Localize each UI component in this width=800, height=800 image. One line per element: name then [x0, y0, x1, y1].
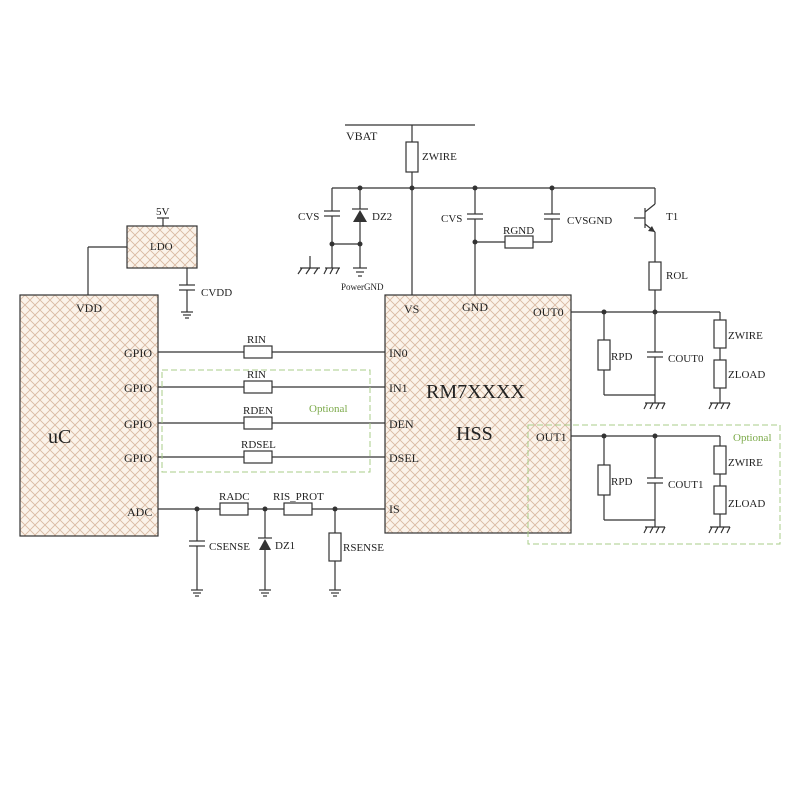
uc-gpio-pin: GPIO	[124, 346, 152, 360]
t1-label: T1	[666, 211, 678, 223]
rdsel-label: RDSEL	[241, 439, 276, 451]
zload0-label: ZLOAD	[728, 369, 765, 381]
sense-path: RADC RIS_PROT	[158, 491, 385, 516]
power-gnd-label: PowerGND	[341, 282, 384, 292]
rdsel-resistor: RDSEL	[158, 439, 385, 464]
rin1-resistor: RIN	[158, 369, 385, 394]
ldo-5v-label: 5V	[156, 206, 170, 218]
hss-in1-pin: IN1	[389, 381, 408, 395]
chassis-ground-icon	[323, 267, 340, 275]
uc-adc-pin: ADC	[127, 505, 152, 519]
hss-out0-pin: OUT0	[533, 305, 564, 319]
ris-prot-resistor	[283, 502, 313, 516]
power-ground-icon: PowerGND	[341, 267, 384, 292]
rpd1-resistor	[597, 464, 611, 496]
rpd0-resistor	[597, 339, 611, 371]
optional-inputs-box	[161, 369, 371, 473]
out1-network: RPD COUT1 ZWIRE ZLOAD	[571, 433, 765, 534]
csense-label: CSENSE	[209, 541, 250, 553]
cvdd-capacitor: CVDD	[179, 284, 232, 319]
dz1-diode: DZ1	[258, 509, 295, 597]
rden-label: RDEN	[243, 405, 273, 417]
rsense-resistor: RSENSE	[328, 509, 384, 597]
ldo-wiring: 5V	[87, 206, 188, 295]
uc-label: uC	[48, 426, 71, 448]
cvsgnd-label: CVSGND	[567, 215, 612, 227]
zwire0-resistor	[713, 319, 727, 349]
dz2-label: DZ2	[372, 211, 392, 223]
rgnd-label: RGND	[503, 225, 534, 237]
dz1-label: DZ1	[275, 540, 295, 552]
optional-out1-box	[527, 424, 781, 545]
zload1-label: ZLOAD	[728, 498, 765, 510]
hss-den-pin: DEN	[389, 417, 414, 431]
ldo-block: LDO	[126, 225, 198, 269]
uc-gpio-pin: GPIO	[124, 451, 152, 465]
hss-in0-pin: IN0	[389, 346, 408, 360]
rgnd-resistor: RGND	[475, 225, 552, 249]
cvs-left-capacitor: CVS	[298, 188, 340, 268]
optional-inputs-label: Optional	[309, 403, 348, 415]
chassis-ground-icon	[297, 256, 320, 275]
hss-block: RM7XXXX HSS VS GND IN0 IN1 DEN DSEL IS O…	[384, 294, 572, 534]
cvs-right-label: CVS	[441, 213, 462, 225]
zwire1-resistor	[713, 445, 727, 475]
out0-network: RPD COUT0 ZWIRE ZLOAD	[571, 309, 765, 410]
radc-resistor	[219, 502, 249, 516]
zload1-resistor	[713, 485, 727, 515]
zwire-top-resistor	[405, 141, 419, 173]
hss-out1-pin: OUT1	[536, 430, 567, 444]
zwire0-label: ZWIRE	[728, 330, 763, 342]
uc-block: uC VDD GPIO GPIO GPIO GPIO ADC	[19, 294, 159, 537]
uc-gpio-pin: GPIO	[124, 381, 152, 395]
rpd1-label: RPD	[611, 476, 632, 488]
dz2-diode: DZ2	[352, 188, 392, 268]
hss-part-number: RM7XXXX	[426, 381, 525, 403]
rpd0-label: RPD	[611, 351, 632, 363]
cvdd-label: CVDD	[201, 287, 232, 299]
ldo-label: LDO	[150, 241, 173, 253]
csense-capacitor: CSENSE	[189, 509, 250, 597]
optional-out1-label: Optional	[733, 432, 772, 444]
rin1-label: RIN	[247, 369, 266, 381]
t1-transistor: T1	[634, 188, 678, 262]
hss-vs-pin: VS	[404, 302, 419, 316]
zwire-top-label: ZWIRE	[422, 151, 457, 163]
hss-is-pin: IS	[389, 502, 400, 516]
cout0-label: COUT0	[668, 353, 704, 365]
uc-vdd-pin: VDD	[76, 301, 102, 315]
hss-dsel-pin: DSEL	[389, 451, 419, 465]
hss-type: HSS	[456, 423, 493, 445]
vbat-label: VBAT	[346, 129, 378, 143]
uc-gpio-pin: GPIO	[124, 417, 152, 431]
cvs-right-capacitor: CVS	[441, 188, 483, 295]
zload0-resistor	[713, 359, 727, 389]
cout1-label: COUT1	[668, 479, 703, 491]
radc-label: RADC	[219, 491, 250, 503]
rin0-resistor: RIN	[158, 334, 385, 359]
rden-resistor: RDEN	[158, 405, 385, 430]
rol-resistor: ROL	[648, 261, 688, 312]
cvs-left-label: CVS	[298, 211, 319, 223]
rol-label: ROL	[666, 270, 688, 282]
hss-gnd-pin: GND	[462, 300, 488, 314]
cvsgnd-capacitor: CVSGND	[544, 188, 612, 242]
rsense-label: RSENSE	[343, 542, 384, 554]
rin0-label: RIN	[247, 334, 266, 346]
vbat-supply: VBAT ZWIRE	[332, 124, 655, 295]
zwire1-label: ZWIRE	[728, 457, 763, 469]
ris-prot-label: RIS_PROT	[273, 491, 324, 503]
